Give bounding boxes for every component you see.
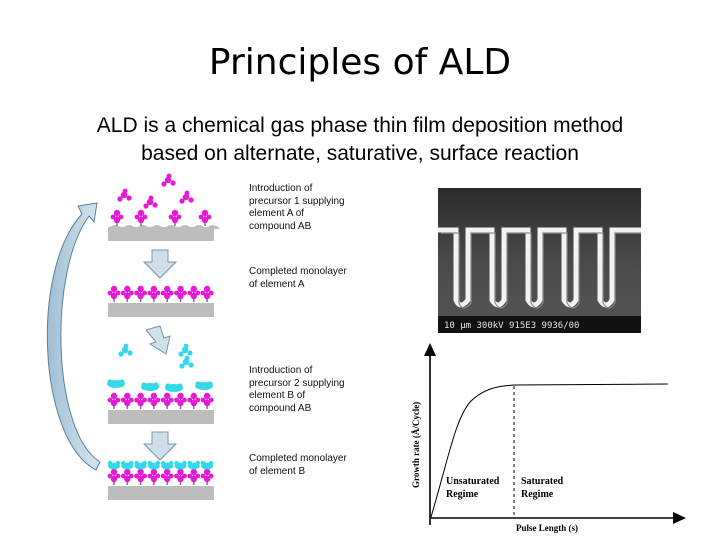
precursor-a-adsorbed-molecule xyxy=(200,392,214,409)
step-1-line-1: Introduction of xyxy=(249,183,313,194)
precursor-a-adsorbed-molecule xyxy=(187,468,201,485)
precursor-a-adsorbed-molecule xyxy=(200,468,214,485)
saturated-label-1: Saturated xyxy=(521,476,564,487)
precursor-a-adsorbed-molecule xyxy=(174,285,187,302)
step-3-line-4: compound AB xyxy=(249,402,312,414)
subtitle-line-1: ALD is a chemical gas phase thin film de… xyxy=(96,114,624,137)
monolayer-a xyxy=(107,285,214,302)
precursor-b-reacting-molecule xyxy=(141,382,159,391)
precursor-b-gas-molecule xyxy=(118,343,133,357)
step-2-line-2: of element A xyxy=(249,278,305,290)
precursor-a-adsorbed-molecule xyxy=(134,209,148,226)
precursor-a-adsorbed-molecule xyxy=(147,285,161,302)
precursor-a-adsorbed-molecule xyxy=(187,285,201,302)
x-axis-label: Pulse Length (s) xyxy=(516,523,578,533)
precursor-b-reacting-molecule xyxy=(195,381,213,390)
precursor-b-gas-molecule xyxy=(179,355,194,369)
precursor-a-adsorbed-molecule xyxy=(147,468,161,485)
sem-caption: 10 µm 300kV 915E3 9936/00 xyxy=(444,321,579,331)
precursor-a-adsorbed-molecule xyxy=(198,209,212,226)
precursor-a-adsorbed-molecule xyxy=(168,209,182,226)
y-axis-label: Growth rate (Å/Cycle) xyxy=(411,402,421,488)
precursor-a-adsorbed-molecule xyxy=(160,468,174,485)
precursor-b-monolayer-molecule xyxy=(134,460,147,470)
monolayer-b xyxy=(107,460,214,485)
down-arrow-3 xyxy=(142,431,178,461)
precursor-a-adsorbed-molecule xyxy=(200,285,214,302)
precursor-a-adsorbed-molecule xyxy=(160,392,174,409)
precursor-b-monolayer-molecule xyxy=(121,460,134,470)
precursor-a-gas-molecule xyxy=(143,195,158,209)
step-1-line-2: precursor 1 supplying xyxy=(249,195,345,207)
step-2-line-1: Completed monolayer xyxy=(249,266,347,277)
precursor-a-adsorbed-molecule xyxy=(120,468,134,485)
precursor-a-adsorbed-molecule xyxy=(107,392,121,409)
precursor-b-monolayer-molecule xyxy=(147,460,161,470)
precursor-a-gas-molecule xyxy=(117,188,132,202)
unsaturated-label-1: Unsaturated xyxy=(446,476,500,487)
substrate-stage-1 xyxy=(108,225,220,241)
precursor-a-gas-molecule xyxy=(179,190,194,204)
precursor-a-adsorbed-molecule xyxy=(107,468,121,485)
substrate-stage-4 xyxy=(108,486,214,500)
down-arrow-1 xyxy=(142,249,178,279)
precursor-a-adsorbed-molecule xyxy=(147,392,161,409)
precursor-b-monolayer-molecule xyxy=(174,460,187,470)
step-1-line-3: element A of xyxy=(249,208,305,219)
step-3-line-1: Introduction of xyxy=(249,365,313,376)
precursor-b-monolayer-molecule xyxy=(200,460,214,470)
down-arrow-2 xyxy=(145,325,171,355)
precursor-b-molecules-stage-3 xyxy=(107,343,214,409)
step-1-line-4: compound AB xyxy=(249,220,312,232)
sem-trench-profile xyxy=(438,227,641,308)
ald-cycle-diagram xyxy=(46,173,220,500)
precursor-a-adsorbed-molecule xyxy=(134,285,148,302)
step-label-2: Completed monolayer of element A xyxy=(249,266,359,291)
growth-rate-plot: Growth rate (Å/Cycle) Pulse Length (s) U… xyxy=(411,343,686,533)
y-axis-arrow xyxy=(424,343,436,356)
precursor-a-adsorbed-molecule xyxy=(174,468,187,485)
step-4-line-2: of element B xyxy=(249,465,306,477)
growth-curve xyxy=(430,383,669,518)
precursor-a-adsorbed-molecule xyxy=(110,209,124,226)
precursor-a-adsorbed-molecule xyxy=(120,285,134,302)
x-axis-arrow xyxy=(673,512,686,524)
precursor-a-adsorbed-molecule xyxy=(160,285,174,302)
precursor-a-adsorbed-molecule xyxy=(107,285,121,302)
step-label-3: Introduction of precursor 2 supplying el… xyxy=(249,365,359,415)
step-label-4: Completed monolayer of element B xyxy=(249,453,359,478)
precursor-b-monolayer-molecule xyxy=(161,460,174,470)
subtitle-line-2: based on alternate, saturative, surface … xyxy=(141,142,579,165)
unsaturated-label-2: Regime xyxy=(446,489,479,500)
precursor-a-gas-molecule xyxy=(161,173,176,187)
precursor-a-adsorbed-molecule xyxy=(187,392,201,409)
precursor-b-reacting-molecule xyxy=(107,379,125,388)
precursor-a-adsorbed-molecule xyxy=(134,392,148,409)
saturated-label-2: Regime xyxy=(521,489,554,500)
precursor-a-adsorbed-molecule xyxy=(120,392,134,409)
substrate-stage-3 xyxy=(108,410,214,424)
substrate-stage-2 xyxy=(108,303,214,317)
precursor-b-reacting-molecule xyxy=(165,383,183,392)
step-3-line-2: precursor 2 supplying xyxy=(249,377,345,389)
precursor-b-gas-molecule xyxy=(178,343,193,357)
step-3-line-3: element B of xyxy=(249,390,306,401)
cycle-return-arrow xyxy=(46,202,101,471)
precursor-b-monolayer-molecule xyxy=(187,460,200,470)
precursor-a-adsorbed-molecule xyxy=(134,468,148,485)
sem-micrograph: 10 µm 300kV 915E3 9936/00 xyxy=(438,188,641,333)
slide-subtitle: ALD is a chemical gas phase thin film de… xyxy=(40,112,680,168)
precursor-a-adsorbed-molecule xyxy=(174,392,187,409)
precursor-b-monolayer-molecule xyxy=(107,460,121,470)
step-4-line-1: Completed monolayer xyxy=(249,453,347,464)
slide-title: Principles of ALD xyxy=(208,42,512,83)
step-label-1: Introduction of precursor 1 supplying el… xyxy=(249,183,359,233)
precursor-a-molecules-stage-1 xyxy=(110,173,212,226)
